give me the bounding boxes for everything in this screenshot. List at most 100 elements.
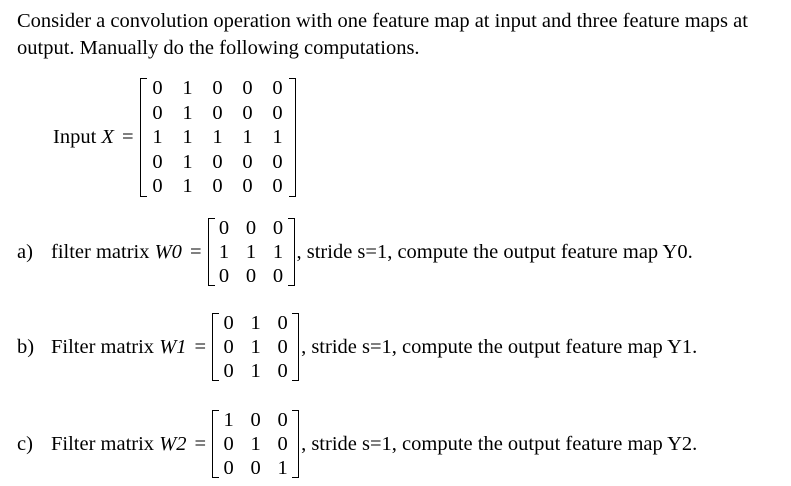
matrix-cell: 0 [223,312,234,334]
matrix-cell: 1 [250,312,261,334]
matrix-row: 0 1 0 [215,311,296,335]
matrix-cell: 0 [272,77,283,99]
matrix-cell: 0 [277,336,288,358]
input-label-var: X [101,125,114,148]
part-a-instruction: , stride s=1, compute the output feature… [296,240,693,263]
part-c-label: Filter matrix W2 [51,433,187,456]
part-b-equals: = [194,335,207,358]
part-c-equation: c) Filter matrix W2 = 1 0 0 0 1 0 0 0 1 [17,408,697,480]
matrix-cell: 1 [242,126,253,149]
matrix-row: 0 1 0 [215,335,296,359]
matrix-cell: 0 [245,217,257,239]
matrix-row: 0 0 1 [215,456,296,480]
part-b-label-var: W1 [159,335,187,358]
matrix-cell: 1 [212,126,223,149]
matrix-row: 1 1 1 1 1 [143,125,293,150]
part-c-instruction: , stride s=1, compute the output feature… [301,432,698,455]
matrix-cell: 0 [277,360,288,382]
matrix-cell: 0 [223,360,234,382]
part-a-filter-matrix: 0 0 0 1 1 1 0 0 0 [207,216,295,288]
matrix-cell: 0 [277,409,288,431]
matrix-cell: 1 [250,336,261,358]
matrix-cell: 1 [272,126,283,149]
intro-line-1: Consider a convolution operation with on… [17,10,748,32]
input-label-text: Input [53,125,102,148]
matrix-row: 0 1 0 [215,432,296,456]
matrix-cell: 0 [152,175,163,198]
part-b-marker: b) [17,335,35,358]
part-b-instruction: , stride s=1, compute the output feature… [301,335,698,358]
matrix-cell: 1 [218,241,230,263]
intro-line-2: output. Manually do the following comput… [17,37,420,59]
matrix-cell: 1 [182,175,193,198]
part-c-equals: = [194,432,207,455]
part-c-label-text: Filter matrix [51,432,160,455]
matrix-cell: 0 [218,265,230,287]
matrix-cell: 0 [272,175,283,198]
matrix-cell: 0 [212,175,223,198]
matrix-cell: 0 [272,217,284,239]
part-b-label-text: Filter matrix [51,335,160,358]
matrix-cell: 0 [218,217,230,239]
part-a-equation: a) filter matrix W0 = 0 0 0 1 1 1 0 0 0 [17,216,693,288]
matrix-cell: 0 [223,336,234,358]
matrix-cell: 1 [250,433,261,455]
part-a-label: filter matrix W0 [51,241,182,264]
matrix-cell: 0 [223,433,234,455]
matrix-cell: 0 [242,77,253,99]
matrix-cell: 1 [182,101,193,124]
matrix-cell: 1 [250,360,261,382]
matrix-cell: 1 [277,457,288,479]
part-b-equation: b) Filter matrix W1 = 0 1 0 0 1 0 0 1 0 [17,311,697,383]
part-a-label-text: filter matrix [51,240,155,263]
intro-paragraph: Consider a convolution operation with on… [17,8,787,62]
matrix-cell: 1 [182,126,193,149]
part-a-label-var: W0 [154,240,182,263]
matrix-cell: 0 [272,265,284,287]
matrix-cell: 0 [242,101,253,124]
matrix-row: 0 1 0 [215,359,296,383]
matrix-cell: 1 [152,126,163,149]
matrix-cell: 0 [212,101,223,124]
part-b-label: Filter matrix W1 [51,336,187,359]
part-c-marker: c) [17,432,33,455]
matrix-cell: 0 [152,150,163,173]
input-equals: = [121,125,134,148]
matrix-row: 0 0 0 [211,264,292,288]
matrix-cell: 1 [272,241,284,263]
matrix-row: 1 1 1 [211,240,292,264]
input-label: Input X [53,126,114,149]
matrix-cell: 0 [223,457,234,479]
matrix-cell: 0 [250,457,261,479]
matrix-cell: 1 [182,77,193,99]
matrix-cell: 0 [272,150,283,173]
matrix-cell: 0 [212,77,223,99]
input-equation: Input X = 0 1 0 0 0 0 1 0 0 0 [53,76,296,199]
matrix-row: 0 1 0 0 0 [143,150,293,175]
matrix-row: 0 1 0 0 0 [143,101,293,126]
matrix-cell: 1 [182,150,193,173]
part-a-marker: a) [17,240,33,263]
matrix-cell: 0 [272,101,283,124]
matrix-row: 0 1 0 0 0 [143,174,293,199]
part-c-filter-matrix: 1 0 0 0 1 0 0 0 1 [212,408,300,480]
part-c-label-var: W2 [159,432,187,455]
matrix-cell: 0 [152,77,163,99]
matrix-cell: 0 [242,150,253,173]
matrix-cell: 1 [245,241,257,263]
part-b-filter-matrix: 0 1 0 0 1 0 0 1 0 [212,311,300,383]
matrix-cell: 0 [277,433,288,455]
matrix-cell: 0 [212,150,223,173]
matrix-cell: 1 [223,409,234,431]
matrix-cell: 0 [277,312,288,334]
matrix-row: 0 0 0 [211,216,292,240]
matrix-cell: 0 [250,409,261,431]
part-a-equals: = [189,240,202,263]
matrix-cell: 0 [245,265,257,287]
matrix-row: 1 0 0 [215,408,296,432]
matrix-cell: 0 [152,101,163,124]
matrix-row: 0 1 0 0 0 [143,76,293,101]
input-matrix: 0 1 0 0 0 0 1 0 0 0 1 1 1 1 [139,76,296,199]
matrix-cell: 0 [242,175,253,198]
